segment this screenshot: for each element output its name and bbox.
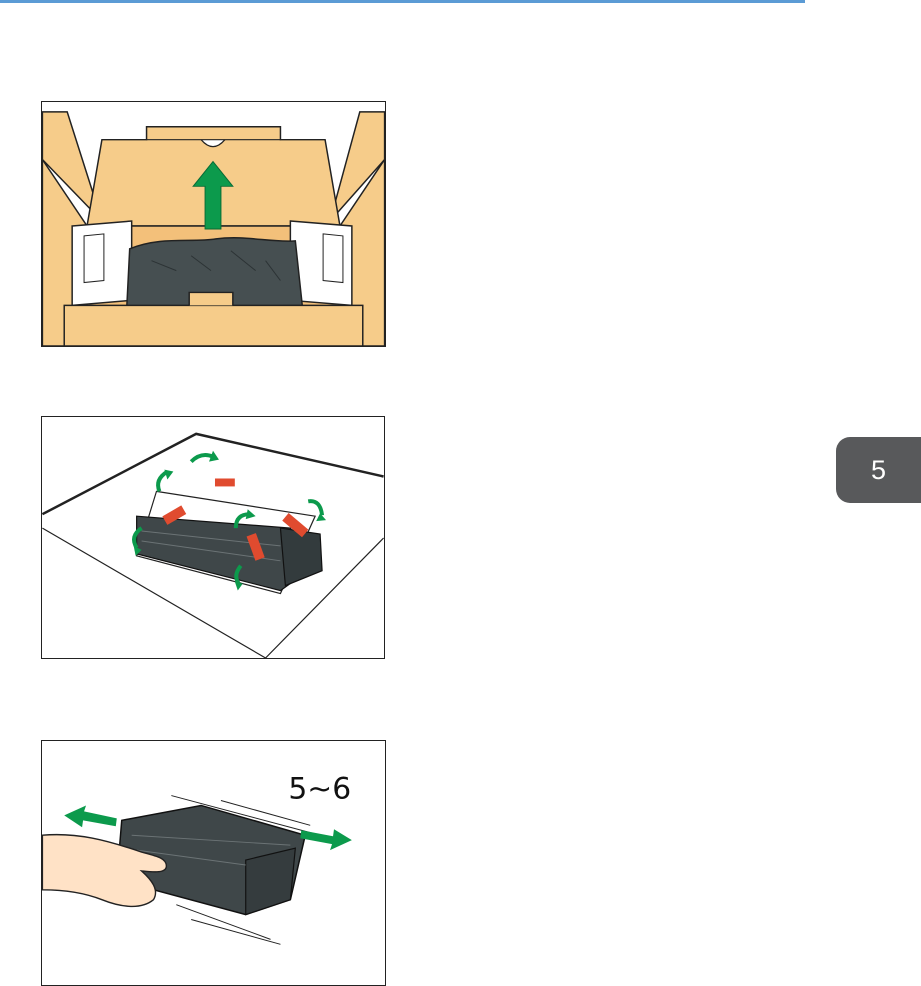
shake-count-label: 5~6 xyxy=(288,772,351,807)
tape-4 xyxy=(215,478,235,486)
shake-illustration: 5~6 xyxy=(42,741,385,985)
chapter-tab: 5 xyxy=(836,437,921,503)
top-rule xyxy=(0,0,805,3)
chapter-number: 5 xyxy=(871,455,886,486)
tape-illustration xyxy=(42,417,384,658)
figure-shake-cartridge: 5~6 xyxy=(41,740,386,986)
figure-open-box xyxy=(41,101,386,347)
box-illustration xyxy=(42,102,385,346)
figure-remove-tape xyxy=(41,416,385,659)
